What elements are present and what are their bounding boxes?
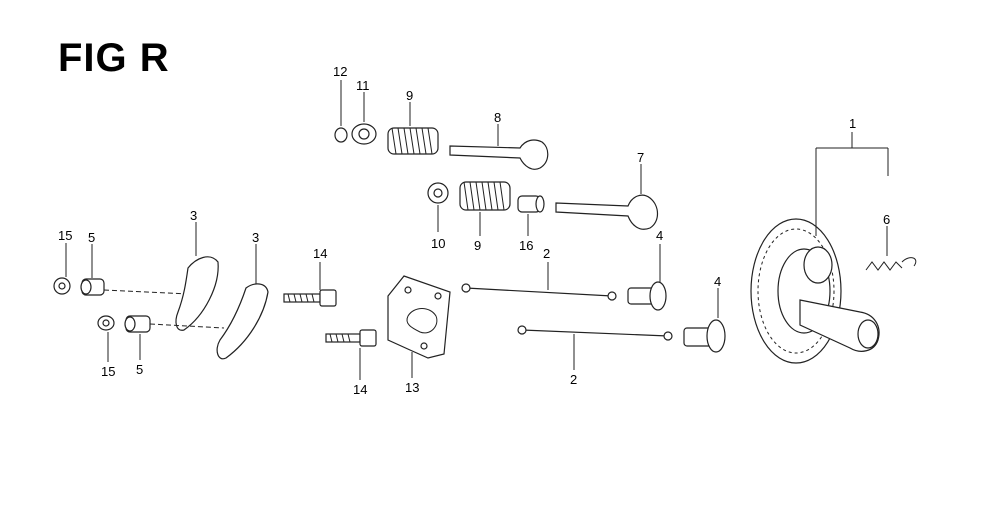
callout-1: 1 [849, 116, 856, 131]
callout-15-upper: 15 [58, 228, 72, 243]
part-6-spring [865, 226, 917, 271]
part-16-stem-seal [517, 195, 545, 236]
callout-5-upper: 5 [88, 230, 95, 245]
part-7-valve [555, 164, 659, 230]
part-14-pivot-bolt-lower [325, 329, 377, 380]
callout-4-upper: 4 [656, 228, 663, 243]
part-3-rocker-arm-left [175, 222, 219, 331]
callout-14-lower: 14 [353, 382, 367, 397]
part-2-push-rod-upper [461, 262, 617, 301]
part-5-pivot-nut-upper [80, 244, 189, 296]
callout-4-lower: 4 [714, 274, 721, 289]
part-3-rocker-arm-right [216, 244, 269, 360]
callout-2-lower: 2 [570, 372, 577, 387]
part-2-push-rod-lower [517, 325, 673, 370]
callout-2-upper: 2 [543, 246, 550, 261]
part-4-tappet-upper [627, 244, 667, 311]
callout-3-right: 3 [252, 230, 259, 245]
part-14-pivot-bolt-upper [283, 262, 337, 307]
callout-9-upper: 9 [406, 88, 413, 103]
part-1-camshaft-gear [750, 132, 889, 364]
callout-14-upper: 14 [313, 246, 327, 261]
callout-12: 12 [333, 64, 347, 79]
callout-7: 7 [637, 150, 644, 165]
callout-8: 8 [494, 110, 501, 125]
callout-11: 11 [356, 78, 370, 93]
callout-15-lower: 15 [101, 364, 115, 379]
part-15-lock-nut-upper [53, 243, 71, 295]
callout-6: 6 [883, 212, 890, 227]
part-11-retainer [351, 92, 377, 145]
part-15-lock-nut-lower [97, 315, 115, 362]
part-8-valve [449, 124, 549, 170]
callout-9-lower: 9 [474, 238, 481, 253]
part-9-valve-spring-upper [387, 102, 439, 155]
callout-13: 13 [405, 380, 419, 395]
callout-10: 10 [431, 236, 445, 251]
part-4-tappet-lower [683, 288, 726, 353]
callout-3-left: 3 [190, 208, 197, 223]
part-10-retainer [427, 182, 449, 232]
part-13-guide-plate [387, 275, 451, 378]
callout-5-lower: 5 [136, 362, 143, 377]
part-9-valve-spring-lower [459, 181, 511, 236]
part-12-cap [334, 80, 348, 143]
callout-16: 16 [519, 238, 533, 253]
part-5-pivot-nut-lower [124, 315, 225, 360]
figure-title: FIG R [58, 36, 170, 80]
